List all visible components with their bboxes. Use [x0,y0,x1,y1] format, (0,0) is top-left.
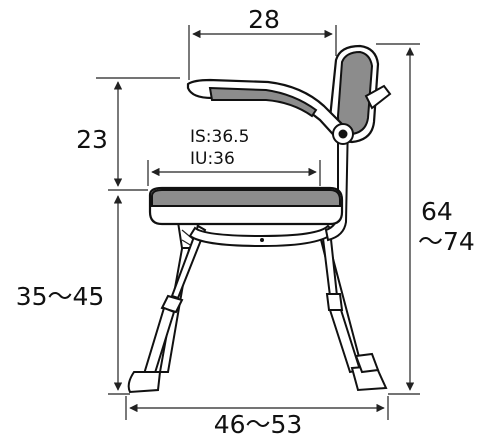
label-base-width: 46〜53 [214,410,303,438]
release-lever [364,84,392,110]
chair-illustration [127,44,392,394]
label-total-height-1: 64 [421,197,453,226]
label-seat-width-is: IS:36.5 [190,127,249,147]
armrest-pad [208,86,318,118]
front-foot [127,371,162,394]
seat-cushion-top [151,189,341,207]
front-leg-joint [160,294,184,314]
backrest-pad [336,50,374,136]
dimension-labels: 28 23 IS:36.5 IU:36 35〜45 64 〜74 46〜53 [16,5,475,438]
label-armrest-height: 23 [76,125,108,154]
dimension-lines [96,25,420,420]
label-seat-height: 35〜45 [16,282,105,311]
seat-arch-frame [188,224,336,248]
label-top-width: 28 [248,5,280,34]
arch-rivet [260,238,264,242]
hinge-center [338,129,348,139]
back-leg-joint [325,293,344,311]
label-seat-width-iu: IU:36 [190,149,235,169]
label-total-height-2: 〜74 [418,227,475,256]
rear-foot-cap [354,352,380,374]
